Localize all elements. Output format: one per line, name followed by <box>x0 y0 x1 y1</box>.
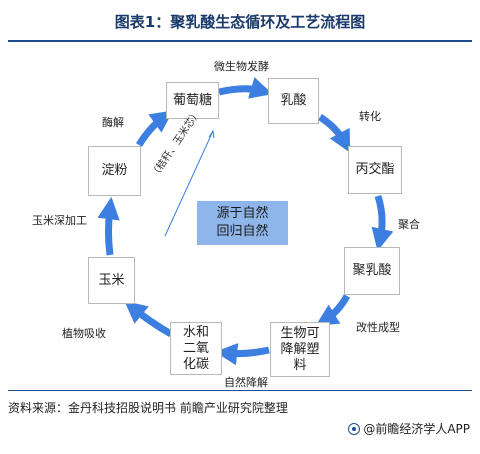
diagonal-arrow <box>164 130 214 237</box>
label-modification: 改性成型 <box>356 321 400 334</box>
node-glucose: 葡萄糖 <box>166 82 219 119</box>
source-note: 资料来源：金丹科技招股说明书 前瞻产业研究院整理 <box>8 401 288 415</box>
arrow-water-co2-to-corn <box>124 300 173 338</box>
title-divider <box>8 40 472 42</box>
arrow-lactic-acid-to-lactide <box>318 114 351 153</box>
node-lactic-acid: 乳酸 <box>268 78 319 124</box>
label-natural-degradation: 自然降解 <box>224 376 268 389</box>
node-biodegradable-plastic: 生物可降解塑料 <box>270 322 330 377</box>
brand-logo-icon <box>348 422 361 435</box>
arrow-biodegradable-to-water-co2 <box>214 342 270 366</box>
node-lactide: 丙交酯 <box>348 146 402 194</box>
node-corn: 玉米 <box>88 257 135 304</box>
node-pla: 聚乳酸 <box>344 247 400 295</box>
label-corn-processing: 玉米深加工 <box>32 214 87 227</box>
node-water-co2: 水和二氧化碳 <box>170 322 222 375</box>
footer-divider <box>8 390 472 391</box>
arrow-glucose-to-lactic-acid <box>218 77 273 99</box>
label-enzymolysis: 酶解 <box>102 116 124 129</box>
center-slogan: 源于自然 回归自然 <box>197 201 288 245</box>
node-biodegradable-plastic-label: 生物可降解塑料 <box>280 325 320 373</box>
label-polymerization: 聚合 <box>398 218 420 231</box>
diagram-title: 图表1：聚乳酸生态循环及工艺流程图 <box>114 13 366 31</box>
node-water-co2-label: 水和二氧化碳 <box>182 324 209 372</box>
arrow-lactide-to-pla <box>371 194 394 251</box>
label-conversion: 转化 <box>359 110 381 123</box>
arrow-starch-to-glucose <box>136 110 174 147</box>
label-microbial-fermentation: 微生物发酵 <box>214 60 269 73</box>
brand-credit: @前瞻经济学人APP <box>348 420 470 437</box>
node-starch: 淀粉 <box>88 146 141 196</box>
center-slogan-line1: 源于自然 <box>216 206 269 221</box>
center-slogan-line2: 回归自然 <box>216 224 269 239</box>
arrow-corn-to-starch <box>97 196 120 256</box>
brand-credit-text: @前瞻经济学人APP <box>363 422 470 436</box>
diagonal-arrow-head <box>208 129 215 139</box>
label-plant-absorption: 植物吸收 <box>62 327 106 340</box>
arrow-pla-to-biodegradable <box>315 294 351 326</box>
